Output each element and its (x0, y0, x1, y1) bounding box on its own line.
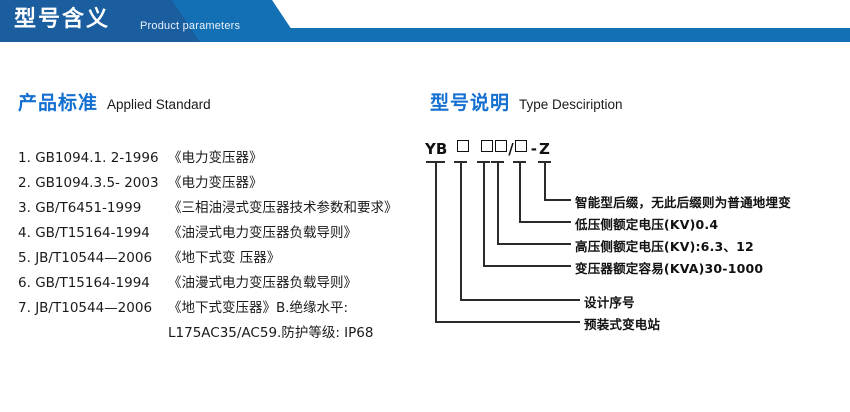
leader-h-suffix (544, 199, 571, 201)
standard-code: 6. GB/T15164-1994 (18, 275, 168, 291)
standard-code: 7. JB/T10544—2006 (18, 300, 168, 316)
list-item: 5. JB/T10544—2006 《地下式变 压器》 (18, 246, 438, 271)
callout-label-suffix: 智能型后缀，无此后缀则为普通地埋变 (575, 195, 791, 210)
section-title-applied-standard: 产品标准 Applied Standard (18, 88, 211, 115)
standard-index: 3. (18, 200, 31, 216)
section-title-right-en: Type Desciription (519, 97, 623, 112)
standard-index: 7. (18, 300, 31, 316)
list-item: 2. GB1094.3.5- 2003 《电力变压器》 (18, 171, 438, 196)
leader-h-hv (497, 243, 571, 245)
leader-v-suffix (544, 161, 546, 200)
section-title-left-cn: 产品标准 (18, 92, 99, 114)
callout-label-capacity: 变压器额定容易(KVA)30-1000 (575, 261, 764, 276)
leader-h-lv (519, 221, 571, 223)
type-code-dash: - (530, 140, 538, 158)
leader-v-station (435, 161, 437, 322)
standard-code: 3. GB/T6451-1999 (18, 200, 168, 216)
standard-number: GB/T15164-1994 (35, 275, 150, 291)
callout-label-design: 设计序号 (584, 295, 635, 310)
type-code-suffix: Z (539, 140, 550, 158)
standard-name: 《电力变压器》 (168, 150, 263, 166)
header-title-en: Product parameters (140, 20, 241, 32)
type-code-box-2 (481, 140, 494, 152)
standard-number: JB/T10544—2006 (35, 300, 153, 316)
standard-name: 《地下式变压器》B.绝缘水平: (168, 300, 349, 316)
list-item: 3. GB/T6451-1999 《三相油浸式变压器技术参数和要求》 (18, 196, 438, 221)
leader-h-station (435, 321, 580, 323)
section-title-type-description: 型号说明 Type Desciription (430, 88, 623, 115)
callout-label-lv: 低压侧额定电压(KV)0.4 (575, 217, 719, 232)
callout-label-hv: 高压侧额定电压(KV):6.3、12 (575, 239, 754, 254)
standard-code: 4. GB/T15164-1994 (18, 225, 168, 241)
standard-number: GB/T6451-1999 (35, 200, 142, 216)
standard-index: 4. (18, 225, 31, 241)
standard-code: 2. GB1094.3.5- 2003 (18, 175, 168, 191)
list-item: 4. GB/T15164-1994 《油浸式电力变压器负载导则》 (18, 221, 438, 246)
standard-name: 《三相油浸式变压器技术参数和要求》 (168, 200, 398, 216)
list-item: 6. GB/T15164-1994 《油漫式电力变压器负载导则》 (18, 271, 438, 296)
standard-number: GB1094.3.5- 2003 (35, 175, 159, 191)
leader-h-design (460, 299, 580, 301)
type-code-box-3 (495, 140, 508, 152)
standard-number: GB1094.1. 2-1996 (35, 150, 159, 166)
type-code-prefix: YB (425, 140, 448, 158)
page-header-banner: 型号含义 Product parameters (0, 0, 850, 52)
callout-label-station: 预装式变电站 (584, 317, 661, 332)
standard-code: 1. GB1094.1. 2-1996 (18, 150, 168, 166)
standard-name: 《油浸式电力变压器负载导则》 (168, 225, 357, 241)
leader-v-lv (519, 161, 521, 222)
type-code-separator: / (508, 140, 514, 158)
header-dark-shape (0, 0, 200, 42)
standard-index: 6. (18, 275, 31, 291)
header-title-cn: 型号含义 (14, 7, 111, 32)
type-code-string: YB /-Z (425, 140, 550, 162)
leader-h-capacity (483, 265, 571, 267)
standard-name: 《电力变压器》 (168, 175, 263, 191)
standard-number: GB/T15164-1994 (35, 225, 150, 241)
leader-v-design (460, 161, 462, 300)
standard-name: 《油漫式电力变压器负载导则》 (168, 275, 357, 291)
standard-continuation-line: L175AC35/AC59.防护等级: IP68 (168, 325, 374, 341)
standard-number: JB/T10544—2006 (35, 250, 153, 266)
type-code-box-4 (514, 140, 527, 152)
list-item: 7. JB/T10544—2006 《地下式变压器》B.绝缘水平: (18, 296, 438, 321)
leader-v-hv (497, 161, 499, 244)
type-code-diagram: YB /-Z 智能型后缀，无此后缀则为普通地埋变 低压侧额定电压(KV)0.4 高… (425, 140, 850, 340)
standard-name: 《地下式变 压器》 (168, 250, 281, 266)
standards-list: 1. GB1094.1. 2-1996 《电力变压器》 2. GB1094.3.… (18, 146, 438, 346)
list-item: 1. GB1094.1. 2-1996 《电力变压器》 (18, 146, 438, 171)
section-title-left-en: Applied Standard (107, 97, 211, 112)
standard-index: 5. (18, 250, 31, 266)
leader-v-capacity (483, 161, 485, 266)
standard-code: 5. JB/T10544—2006 (18, 250, 168, 266)
type-code-box-1 (457, 140, 470, 152)
standard-index: 1. (18, 150, 31, 166)
section-title-right-cn: 型号说明 (430, 92, 511, 114)
standard-index: 2. (18, 175, 31, 191)
